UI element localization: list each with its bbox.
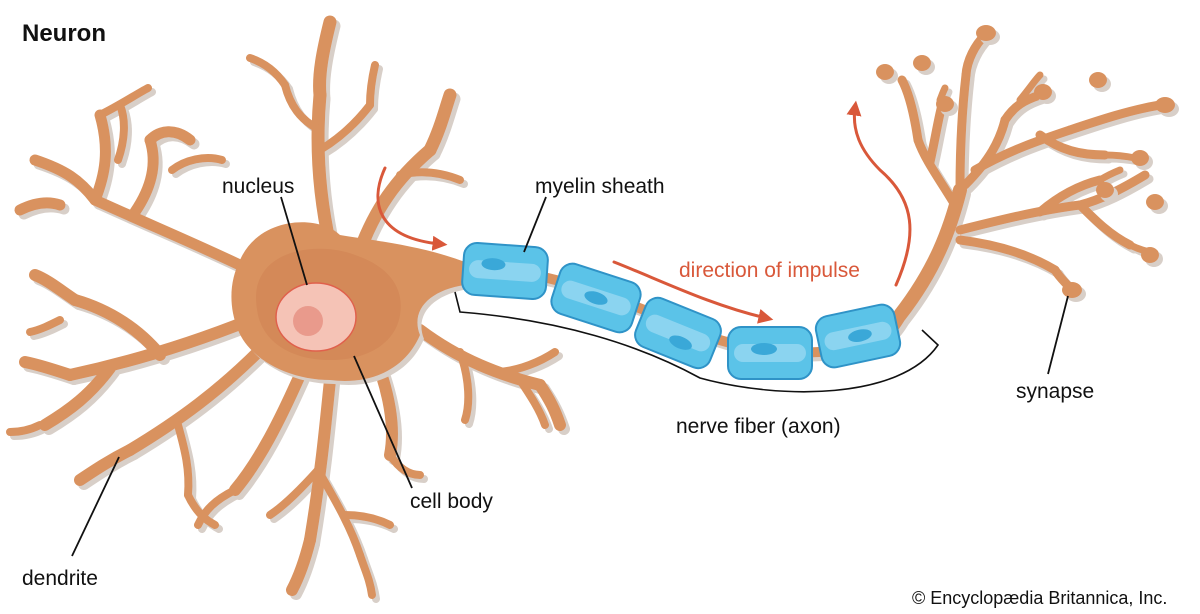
label-myelin-sheath: myelin sheath bbox=[535, 175, 665, 198]
impulse-arrow-out bbox=[846, 100, 912, 287]
diagram-title: Neuron bbox=[22, 20, 106, 47]
axon-bracket bbox=[454, 291, 940, 393]
leader-lines bbox=[71, 196, 1069, 557]
nucleus-shape bbox=[275, 282, 357, 352]
label-synapse: synapse bbox=[1016, 380, 1095, 403]
impulse-arrows bbox=[376, 100, 912, 324]
myelin-sheath-segments bbox=[461, 242, 902, 380]
copyright-credit: © Encyclopædia Britannica, Inc. bbox=[912, 588, 1168, 608]
synaptic-terminals bbox=[876, 25, 1175, 298]
label-dendrite: dendrite bbox=[22, 567, 98, 590]
impulse-arrow-axon bbox=[612, 260, 774, 324]
leader-nucleus bbox=[280, 196, 308, 286]
label-cell-body: cell body bbox=[410, 490, 493, 513]
leader-synapse bbox=[1047, 295, 1069, 375]
leader-cell-body bbox=[353, 355, 413, 489]
label-nucleus: nucleus bbox=[222, 175, 295, 198]
label-direction-of-impulse: direction of impulse bbox=[679, 259, 860, 282]
label-nerve-fiber: nerve fiber (axon) bbox=[676, 415, 841, 438]
leader-myelin bbox=[523, 196, 547, 253]
leader-dendrite bbox=[71, 456, 120, 557]
impulse-arrow-in bbox=[376, 166, 448, 251]
